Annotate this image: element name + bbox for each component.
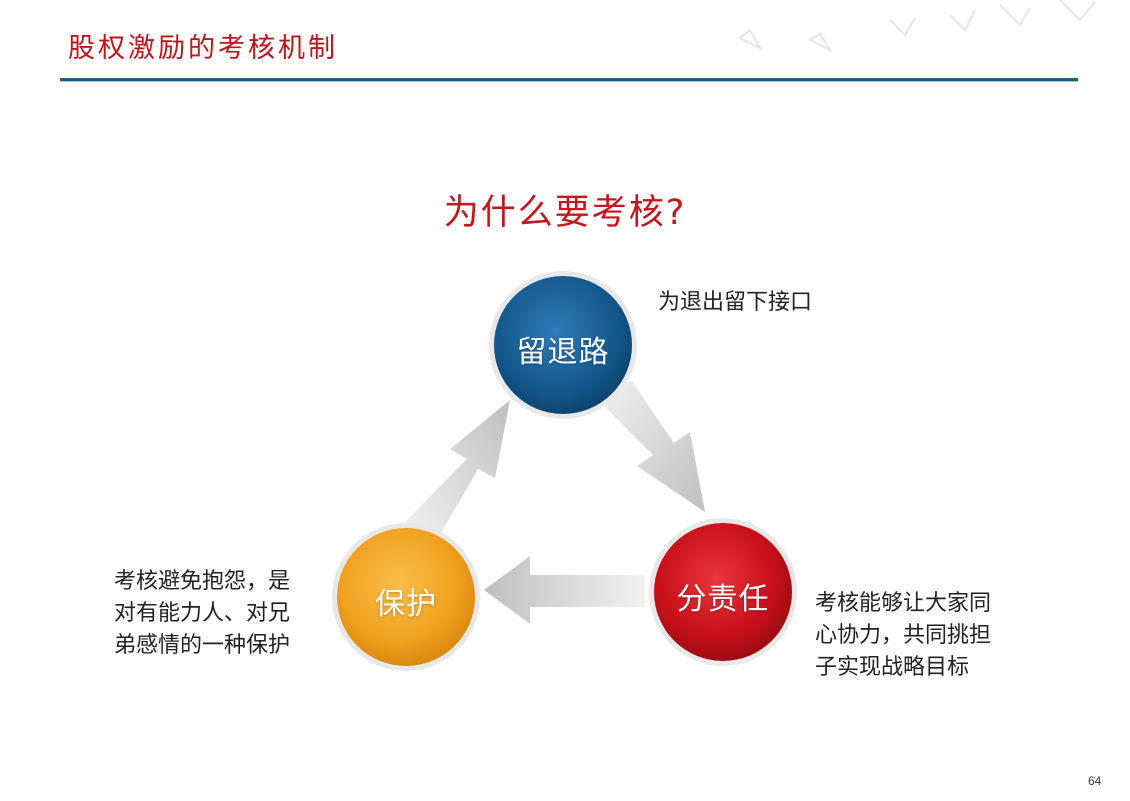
node-right-label: 分责任 — [676, 582, 770, 617]
note-top: 为退出留下接口 — [658, 287, 812, 319]
note-right: 考核能够让大家同 心协力，共同挑担 子实现战略目标 — [815, 588, 991, 684]
node-left-label: 保护 — [375, 587, 437, 622]
node-top-label: 留退路 — [516, 335, 610, 370]
note-top-line-1: 为退出留下接口 — [658, 290, 813, 315]
diagram-question: 为什么要考核? — [443, 193, 687, 233]
note-right-line-2: 心协力，共同挑担 — [815, 623, 992, 648]
note-left: 考核避免抱怨，是 对有能力人、对兄 弟感情的一种保护 — [114, 566, 290, 662]
slide-title: 股权激励的考核机制 — [68, 33, 338, 64]
arrow-top-to-right — [600, 380, 705, 512]
page-number: 64 — [1088, 774, 1102, 788]
header-divider-shadow — [60, 81, 1078, 82]
node-right — [649, 518, 797, 666]
corner-decoration — [738, 0, 1096, 53]
note-right-line-3: 子实现战略目标 — [815, 655, 970, 680]
node-left — [332, 523, 480, 671]
note-left-line-2: 对有能力人、对兄 — [114, 601, 291, 626]
node-top — [489, 271, 637, 419]
arrow-right-to-left — [484, 556, 645, 624]
header-divider — [60, 78, 1078, 81]
note-right-line-1: 考核能够让大家同 — [815, 591, 992, 616]
note-left-line-1: 考核避免抱怨，是 — [114, 569, 291, 594]
arrow-left-to-top — [405, 400, 510, 540]
note-left-line-3: 弟感情的一种保护 — [114, 633, 291, 658]
